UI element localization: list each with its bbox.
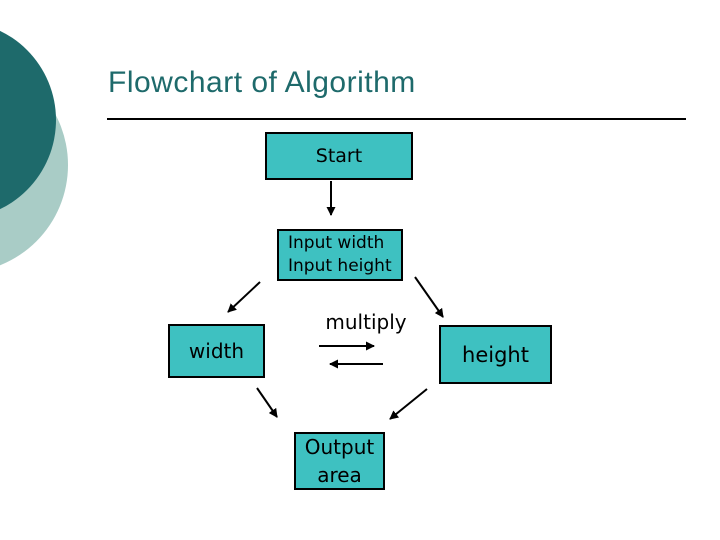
arrow-width-to-output <box>256 387 278 418</box>
node-output: Output area <box>294 432 385 490</box>
node-start-label: Start <box>315 145 363 167</box>
arrow-height-to-output <box>389 388 428 420</box>
slide-title: Flowchart of Algorithm <box>108 66 416 99</box>
node-output-line2: area <box>317 463 362 487</box>
node-height: height <box>439 325 552 384</box>
title-underline <box>107 118 686 120</box>
arrow-input-to-width <box>227 281 261 313</box>
node-input-line2: Input height <box>288 256 392 276</box>
arrow-input-to-height <box>414 276 444 318</box>
node-output-line1: Output <box>304 435 375 459</box>
node-width-label: width <box>188 339 245 363</box>
multiply-label: multiply <box>325 310 407 334</box>
node-height-label: height <box>462 342 529 367</box>
node-input: Input width Input height <box>277 229 403 281</box>
node-input-line1: Input width <box>288 233 385 253</box>
node-width: width <box>168 324 265 378</box>
node-start: Start <box>265 132 413 180</box>
